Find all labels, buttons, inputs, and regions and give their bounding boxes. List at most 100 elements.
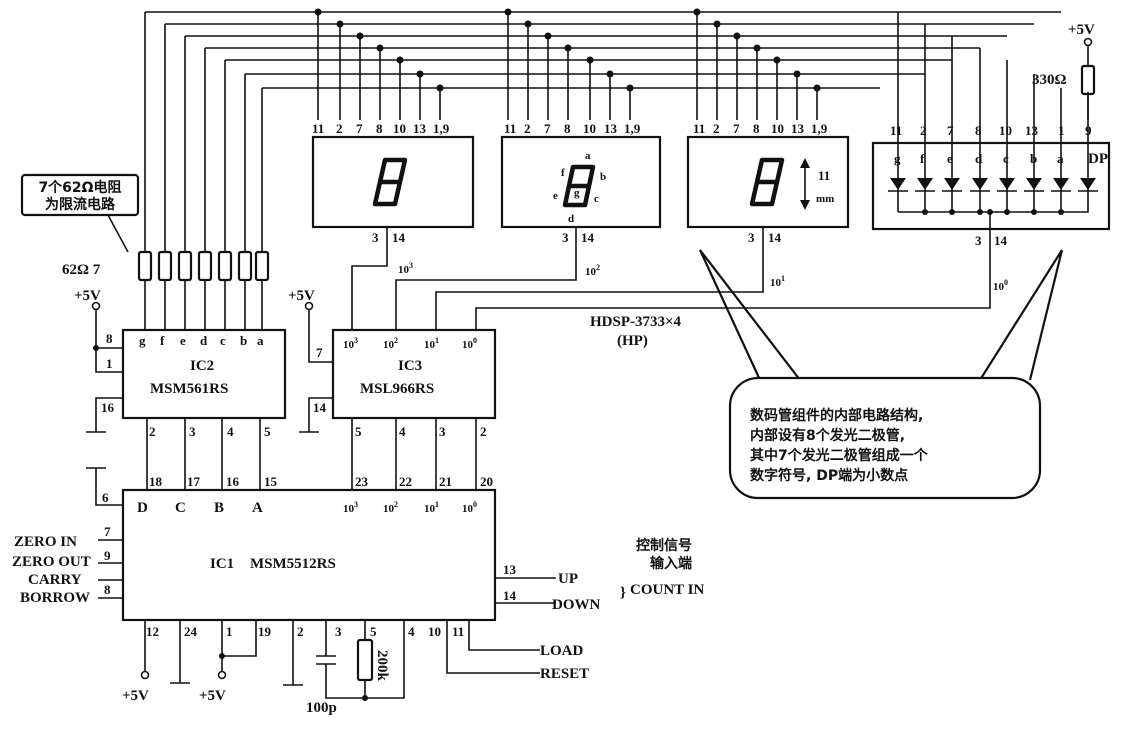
carry-label: CARRY bbox=[28, 572, 82, 588]
svg-text:10: 10 bbox=[428, 624, 441, 639]
svg-text:101: 101 bbox=[424, 500, 439, 515]
svg-text:1,9: 1,9 bbox=[433, 121, 450, 136]
svg-text:100: 100 bbox=[462, 500, 477, 515]
svg-text:2: 2 bbox=[480, 424, 487, 439]
internal-note-line1: 数码管组件的内部电路结构, bbox=[750, 407, 923, 424]
svg-text:B: B bbox=[214, 500, 224, 516]
svg-text:103: 103 bbox=[343, 500, 358, 515]
control-signal-line2: 输入端 bbox=[650, 555, 692, 572]
svg-text:11: 11 bbox=[312, 121, 324, 136]
svg-text:9: 9 bbox=[104, 548, 111, 563]
svg-text:18: 18 bbox=[149, 474, 163, 489]
svg-text:4: 4 bbox=[227, 424, 234, 439]
svg-text:8: 8 bbox=[564, 121, 571, 136]
ic3-vcc-label: +5V bbox=[288, 288, 315, 304]
svg-text:14: 14 bbox=[313, 400, 327, 415]
svg-text:7: 7 bbox=[544, 121, 551, 136]
resistor-note-line2: 为限流电路 bbox=[45, 196, 116, 213]
display-maker-label: (HP) bbox=[617, 333, 648, 349]
svg-text:10: 10 bbox=[393, 121, 406, 136]
svg-text:19: 19 bbox=[258, 624, 272, 639]
svg-text:11: 11 bbox=[452, 624, 464, 639]
svg-text:6: 6 bbox=[102, 490, 109, 505]
dp-vcc-label: +5V bbox=[1068, 22, 1095, 38]
svg-text:11: 11 bbox=[890, 123, 902, 138]
svg-text:2: 2 bbox=[524, 121, 531, 136]
svg-text:f: f bbox=[920, 151, 925, 166]
resistor-value-label: 62Ω 7 bbox=[62, 262, 101, 278]
segment-bus bbox=[144, 8, 1062, 330]
svg-text:21: 21 bbox=[439, 474, 452, 489]
display-part-label: HDSP-3733×4 bbox=[590, 314, 682, 330]
seg-label-a: a bbox=[585, 150, 591, 162]
reset-label: RESET bbox=[540, 666, 589, 682]
internal-note-callout: 数码管组件的内部电路结构, 内部设有8个发光二极管, 其中7个发光二极管组成一个… bbox=[699, 249, 1064, 500]
svg-text:24: 24 bbox=[184, 624, 198, 639]
current-limit-resistors bbox=[137, 250, 270, 282]
svg-text:3: 3 bbox=[748, 230, 755, 245]
svg-text:10: 10 bbox=[999, 123, 1012, 138]
count-in-label: COUNT IN bbox=[630, 582, 704, 598]
resistor-note-callout: 7个62Ω电阻 为限流电路 bbox=[20, 173, 140, 253]
svg-text:8: 8 bbox=[104, 582, 111, 597]
svg-text:22: 22 bbox=[399, 474, 412, 489]
svg-text:D: D bbox=[137, 500, 148, 516]
svg-text:100: 100 bbox=[462, 336, 477, 351]
svg-text:102: 102 bbox=[383, 336, 398, 351]
down-label: DOWN bbox=[552, 597, 601, 613]
svg-text:103: 103 bbox=[343, 336, 358, 351]
svg-text:14: 14 bbox=[503, 588, 517, 603]
zero-out-label: ZERO OUT bbox=[12, 554, 91, 570]
svg-text:11: 11 bbox=[504, 121, 516, 136]
ic1-part: MSM5512RS bbox=[250, 556, 336, 572]
svg-text:17: 17 bbox=[187, 474, 201, 489]
svg-text:2: 2 bbox=[713, 121, 720, 136]
svg-text:14: 14 bbox=[392, 230, 406, 245]
svg-text:3: 3 bbox=[562, 230, 569, 245]
svg-text:103: 103 bbox=[398, 261, 413, 276]
svg-text:5: 5 bbox=[370, 624, 377, 639]
control-signal-line1: 控制信号 bbox=[636, 537, 692, 554]
ic1-vcc-left-label: +5V bbox=[122, 688, 149, 704]
svg-text:10: 10 bbox=[771, 121, 784, 136]
svg-text:100: 100 bbox=[993, 278, 1008, 293]
svg-text:12: 12 bbox=[146, 624, 159, 639]
ic2-part: MSM561RS bbox=[150, 381, 228, 397]
svg-text:8: 8 bbox=[753, 121, 760, 136]
svg-text:13: 13 bbox=[413, 121, 427, 136]
svg-text:f: f bbox=[160, 333, 165, 348]
svg-text:10: 10 bbox=[583, 121, 596, 136]
svg-text:16: 16 bbox=[226, 474, 240, 489]
capacitor-label: 100p bbox=[306, 700, 337, 716]
digit-height-value: 11 bbox=[818, 168, 830, 183]
svg-text:23: 23 bbox=[355, 474, 369, 489]
svg-text:d: d bbox=[200, 333, 208, 348]
resistor-note-line1: 7个62Ω电阻 bbox=[38, 179, 121, 196]
svg-text:3: 3 bbox=[372, 230, 379, 245]
svg-text:13: 13 bbox=[1025, 123, 1039, 138]
svg-text:}: } bbox=[620, 585, 626, 601]
svg-text:b: b bbox=[240, 333, 247, 348]
ic2-vcc-label: +5V bbox=[74, 288, 101, 304]
r330-label: 330Ω bbox=[1032, 72, 1067, 88]
load-label: LOAD bbox=[540, 643, 584, 659]
svg-text:3: 3 bbox=[975, 233, 982, 248]
seg-label-g: g bbox=[574, 187, 580, 199]
internal-note-line2: 内部设有8个发光二极管, bbox=[750, 427, 905, 444]
svg-text:5: 5 bbox=[264, 424, 271, 439]
svg-text:2: 2 bbox=[336, 121, 343, 136]
svg-text:7: 7 bbox=[733, 121, 740, 136]
svg-text:16: 16 bbox=[101, 400, 115, 415]
svg-text:101: 101 bbox=[424, 336, 439, 351]
ic1-name: IC1 bbox=[210, 556, 234, 572]
svg-text:1: 1 bbox=[226, 624, 233, 639]
svg-text:3: 3 bbox=[439, 424, 446, 439]
dp-label: DP bbox=[1088, 151, 1108, 167]
seg-label-c: c bbox=[594, 193, 599, 205]
svg-text:13: 13 bbox=[791, 121, 805, 136]
ic3-name: IC3 bbox=[398, 358, 422, 374]
svg-text:c: c bbox=[220, 333, 226, 348]
